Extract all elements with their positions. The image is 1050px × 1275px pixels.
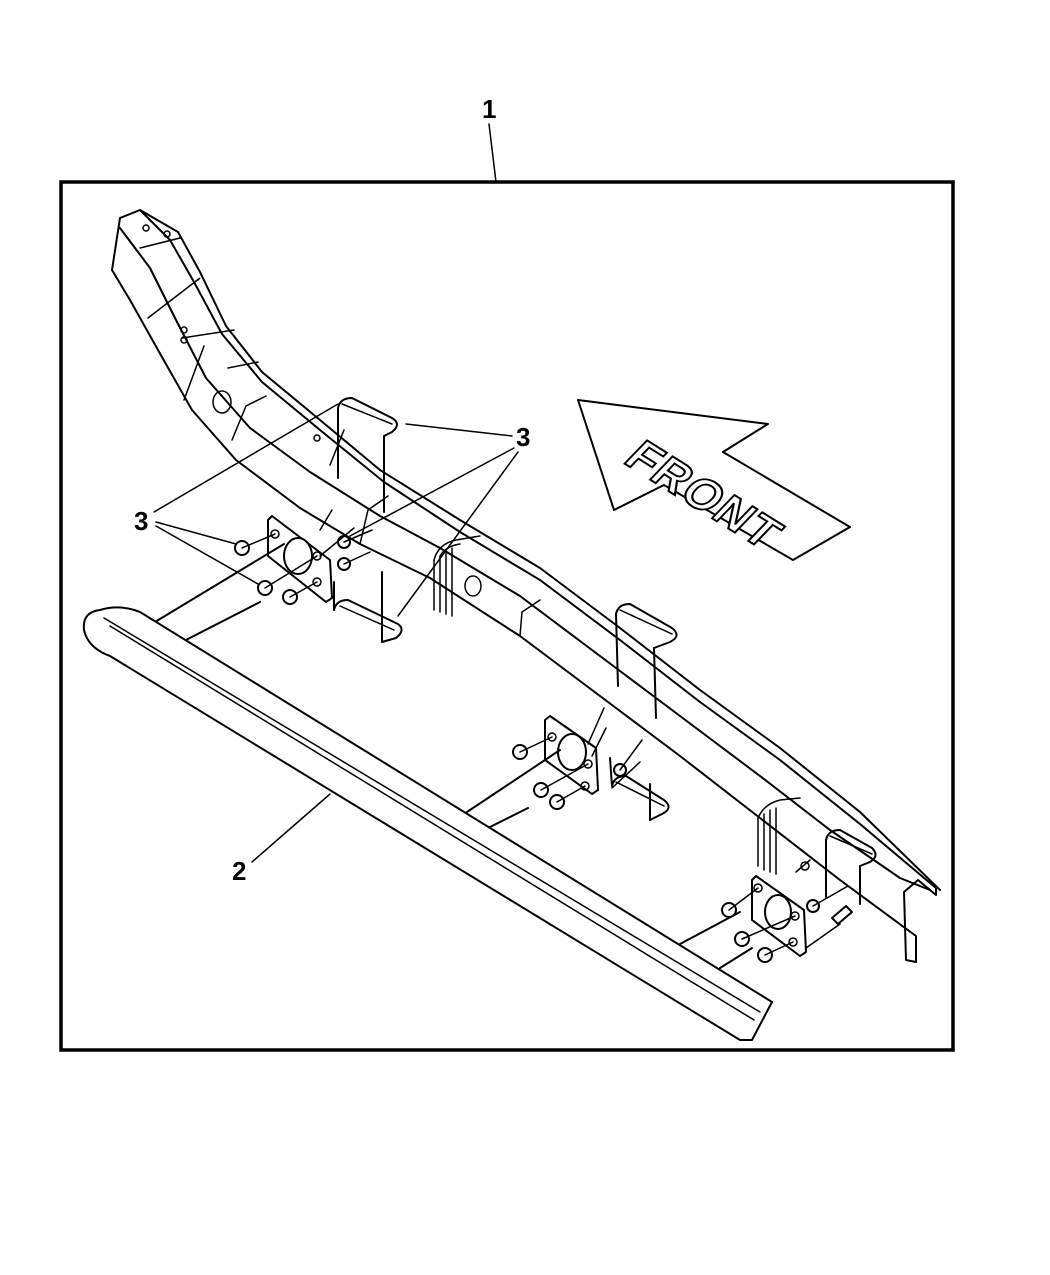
frame-rail-bottom-edge	[111, 269, 917, 963]
mounting-bracket-2[interactable]	[439, 715, 599, 831]
rail-section-line	[139, 237, 181, 249]
kit-border	[59, 180, 955, 1052]
callout-3-leader	[155, 525, 259, 585]
u-bolt-2[interactable]	[333, 571, 403, 643]
callout-3-leader	[155, 521, 237, 545]
callout-1-leader	[488, 123, 497, 183]
frame-rail-end	[903, 879, 937, 963]
hardware-nuts	[234, 509, 853, 963]
arrow-icon	[577, 399, 851, 561]
rail-section-line	[183, 345, 205, 401]
rail-section-line	[227, 361, 259, 369]
callout-3-leader	[153, 403, 339, 513]
step-bar-edge	[103, 617, 761, 1013]
u-bolt-1[interactable]	[337, 397, 398, 513]
u-bolt-5[interactable]	[825, 829, 877, 905]
callout-1-label: 1	[482, 94, 496, 124]
callout-3-right-label: 3	[516, 422, 530, 452]
step-bar[interactable]	[82, 606, 773, 1041]
frame-rib-2	[757, 797, 801, 875]
rail-section-line	[359, 495, 389, 545]
frame-rail[interactable]	[111, 209, 941, 963]
frame-rail-top-edge	[111, 209, 941, 891]
front-direction-arrow: FRONT	[577, 399, 851, 561]
callout-2-leader	[251, 793, 331, 863]
callout-2[interactable]: 2	[232, 793, 331, 886]
rail-section-line	[147, 277, 201, 319]
step-bar-edge	[109, 625, 755, 1021]
mounting-bracket-1[interactable]	[149, 515, 333, 643]
rail-section-line	[519, 599, 541, 637]
rail-large-hole	[464, 575, 482, 597]
callout-3-leader	[349, 447, 515, 537]
bolt-icon	[831, 905, 853, 925]
callout-3-leader	[405, 423, 513, 437]
mounting-bracket-3[interactable]	[679, 875, 807, 969]
callout-2-label: 2	[232, 856, 246, 886]
frame-rail-top-inner	[139, 209, 937, 889]
rail-large-hole	[212, 390, 232, 414]
callout-1[interactable]: 1	[482, 94, 497, 183]
rail-section-line	[231, 395, 267, 441]
callout-3-right[interactable]: 3	[349, 422, 530, 617]
rail-section-line	[181, 329, 235, 339]
u-bolt-4[interactable]	[609, 757, 670, 821]
u-bolt-3[interactable]	[615, 603, 678, 719]
callout-3-left-label: 3	[134, 506, 148, 536]
callout-3-leader	[397, 451, 519, 617]
callout-3-left[interactable]: 3	[134, 403, 339, 585]
